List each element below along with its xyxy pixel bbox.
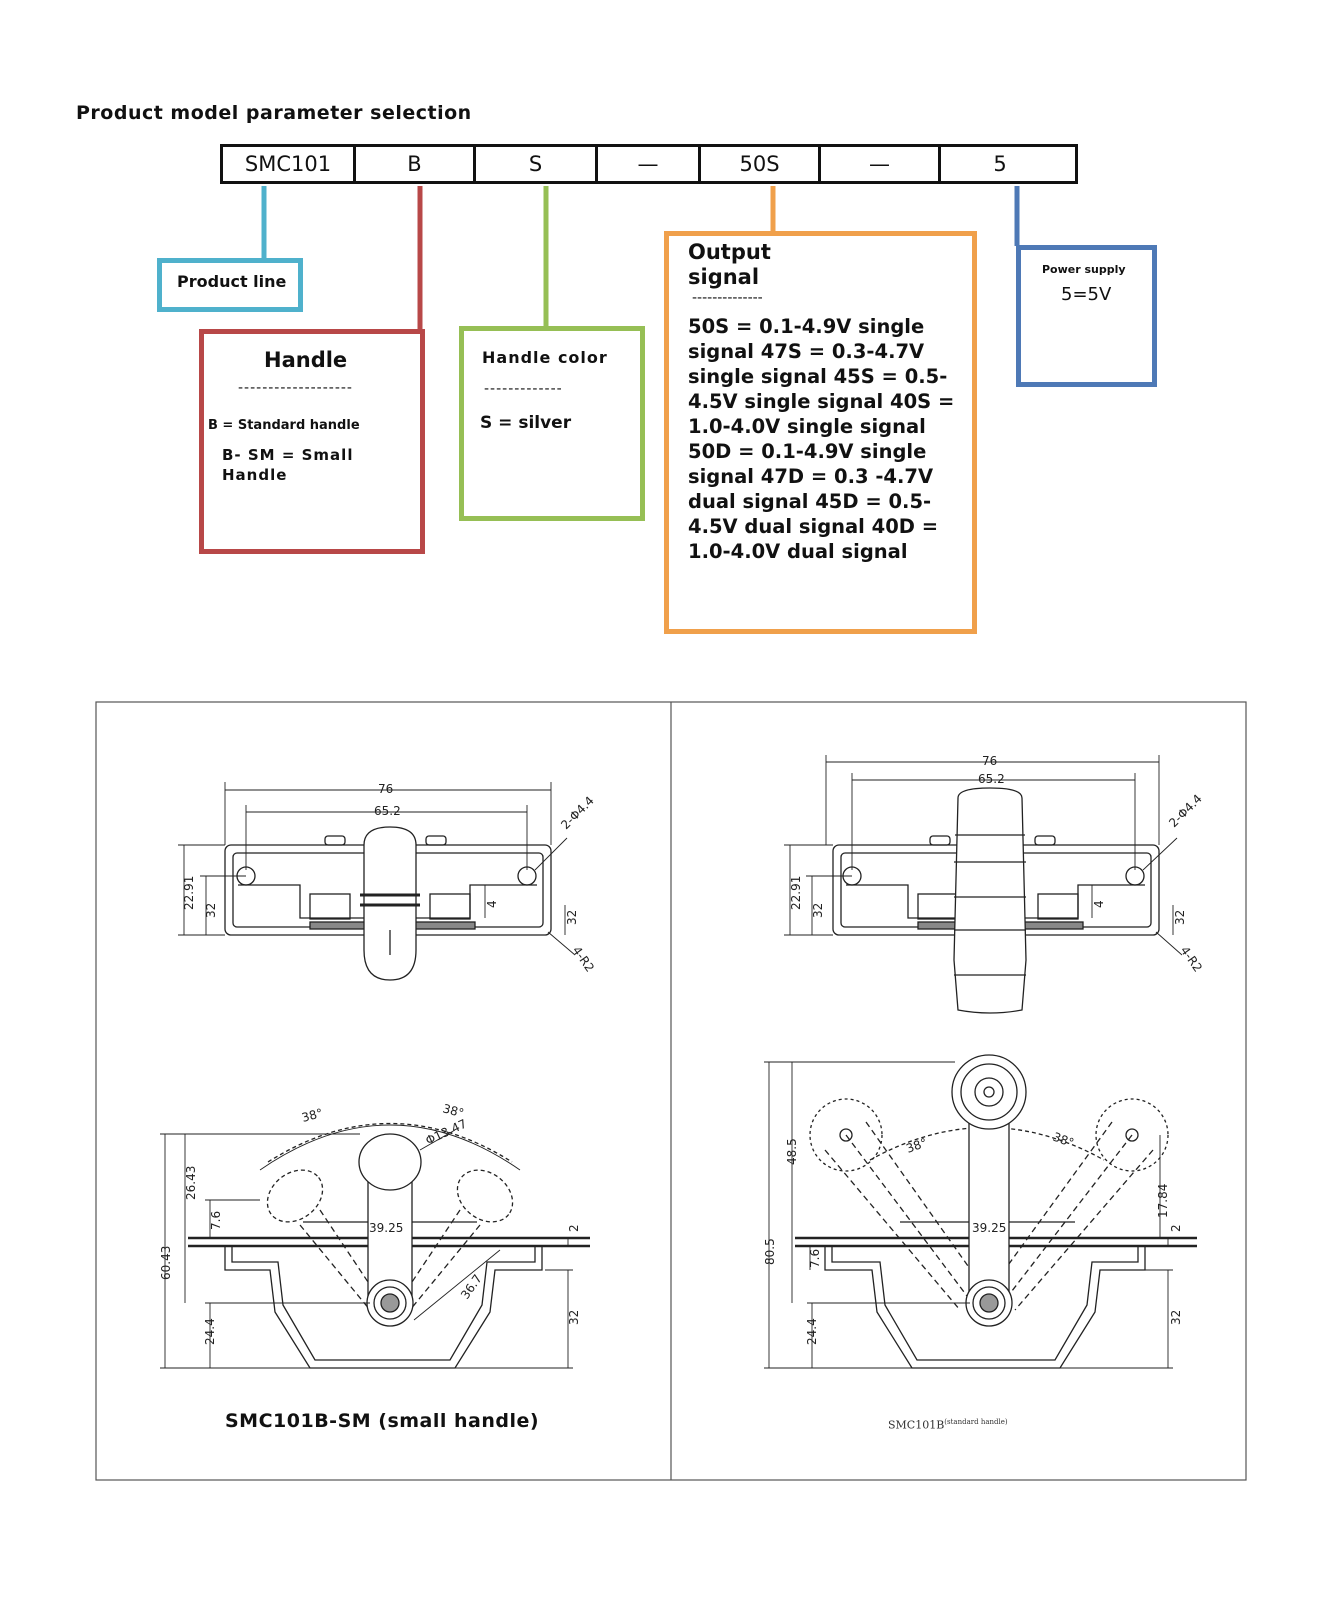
dim-label: 24.4 xyxy=(203,1318,217,1345)
dim-label: 65.2 xyxy=(374,804,401,818)
dim-label: 2-Φ4.4 xyxy=(1166,792,1205,831)
dim-label: 2 xyxy=(567,1224,581,1232)
dim-label: Φ13.47 xyxy=(423,1117,469,1148)
callout-divider: -------------- xyxy=(692,290,763,306)
power-supply-value: 5=5V xyxy=(1061,284,1112,305)
callout-title: Output signal xyxy=(688,240,771,289)
callout-title: Product line xyxy=(177,272,287,291)
color-option-silver: S = silver xyxy=(480,413,572,433)
left-top-view xyxy=(178,782,576,981)
dim-label: 4-R2 xyxy=(1178,944,1205,975)
dim-label: 2 xyxy=(1169,1224,1183,1232)
dim-label: 32 xyxy=(1173,910,1187,925)
callout-title: Handle xyxy=(264,348,348,372)
angle-label: 38° xyxy=(300,1106,324,1125)
dim-label: 32 xyxy=(567,1310,581,1325)
dim-label: 22.91 xyxy=(789,876,803,910)
dim-label: 24.4 xyxy=(805,1318,819,1345)
connector-lines xyxy=(261,186,1020,330)
dim-label: 17.84 xyxy=(1156,1184,1170,1218)
callout-divider: ------------------- xyxy=(238,380,353,396)
output-signal-options: 50S = 0.1-4.9V single signal 47S = 0.3-4… xyxy=(688,315,955,563)
model-segment-handle-color: S xyxy=(476,147,598,181)
right-top-view xyxy=(784,755,1183,1014)
dim-label: 76 xyxy=(378,782,393,796)
caption-model: SMC101B xyxy=(888,1418,945,1432)
dim-label: 32 xyxy=(204,903,218,918)
left-side-view xyxy=(160,1122,590,1369)
right-side-view-labels: 38° 38° 48.5 80.5 39.25 17.84 2 7.6 24.4… xyxy=(763,1130,1183,1345)
callout-product-line: Product line xyxy=(157,258,303,312)
callout-output-signal: Output signal -------------- 50S = 0.1-4… xyxy=(664,231,977,634)
model-segment-output-signal: 50S xyxy=(701,147,821,181)
model-segment-separator: — xyxy=(821,147,941,181)
dim-label: 7.6 xyxy=(808,1249,822,1268)
caption-note: (standard handle) xyxy=(944,1418,1008,1426)
dim-label: 80.5 xyxy=(763,1238,777,1265)
dim-label: 32 xyxy=(565,910,579,925)
caption-small-handle: SMC101B-SM (small handle) xyxy=(225,1410,540,1432)
dim-label: 36.7 xyxy=(458,1272,485,1302)
angle-label: 38° xyxy=(904,1135,929,1155)
dim-label: 2-Φ4.4 xyxy=(558,794,597,833)
page-heading: Product model parameter selection xyxy=(76,102,472,124)
callout-divider: ------------- xyxy=(484,381,563,397)
dim-label: 7.6 xyxy=(209,1211,223,1230)
dim-label: 39.25 xyxy=(369,1221,403,1235)
dim-label: 4 xyxy=(1092,900,1106,908)
handle-option-standard: B = Standard handle xyxy=(208,418,360,433)
dim-label: 65.2 xyxy=(978,772,1005,786)
dim-label: 26.43 xyxy=(184,1166,198,1200)
dim-label: 39.25 xyxy=(972,1221,1006,1235)
model-code-bar: SMC101 B S — 50S — 5 xyxy=(220,144,1078,184)
angle-label: 38° xyxy=(441,1101,465,1120)
dim-label: 32 xyxy=(1169,1310,1183,1325)
handle-option-small: B- SM = Small Handle xyxy=(222,446,354,484)
model-segment-product-line: SMC101 xyxy=(223,147,356,181)
dim-label: 4-R2 xyxy=(570,944,597,975)
dim-label: 48.5 xyxy=(785,1138,799,1165)
dim-label: 60.43 xyxy=(159,1246,173,1280)
right-side-view xyxy=(764,1054,1197,1369)
angle-label: 38° xyxy=(1051,1130,1076,1150)
model-segment-power-supply: 5 xyxy=(993,152,1007,176)
dim-label: 76 xyxy=(982,754,997,768)
dim-label: 32 xyxy=(811,903,825,918)
callout-handle: Handle ------------------- B = Standard … xyxy=(199,329,425,554)
callout-title: Handle color xyxy=(482,348,608,367)
callout-title: Power supply xyxy=(1042,263,1126,276)
callout-power-supply: Power supply 5=5V xyxy=(1016,245,1157,387)
dim-label: 4 xyxy=(485,900,499,908)
model-segment-handle: B xyxy=(356,147,476,181)
model-segment-separator: — xyxy=(598,147,701,181)
caption-standard-handle: SMC101B(standard handle) xyxy=(888,1418,1008,1432)
callout-handle-color: Handle color ------------- S = silver xyxy=(459,326,645,521)
dim-label: 22.91 xyxy=(182,876,196,910)
